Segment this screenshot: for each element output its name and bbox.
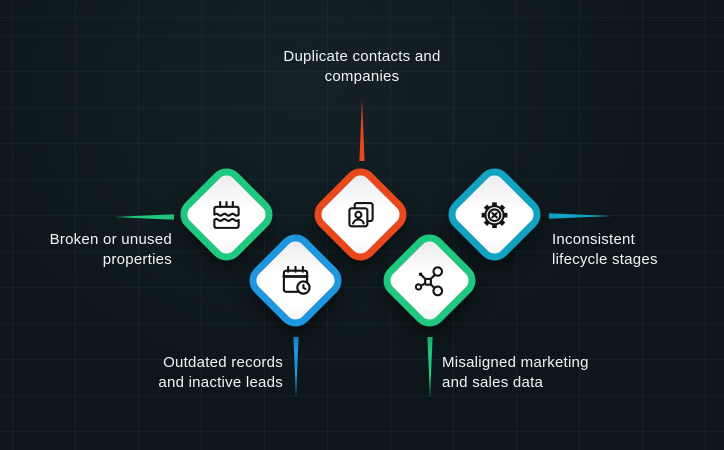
label-inconsistent-stages: Inconsistent lifecycle stages [552,230,712,270]
diamond-broken-properties [173,161,280,268]
label-line: Outdated records [163,354,283,371]
label-line: and sales data [442,374,544,391]
label-line: properties [102,251,172,268]
network-nodes-icon [414,265,444,296]
gear-x-icon [481,201,508,228]
diamond-duplicate-contacts [307,161,414,268]
connector-left-green [115,214,174,220]
label-line: Misaligned marketing [442,354,589,371]
label-line: Duplicate contacts and [283,48,441,65]
connector-right-teal [549,213,612,219]
label-duplicate-contacts: Duplicate contacts and companies [252,47,472,87]
diamond-inconsistent-stages [441,161,548,268]
label-outdated-records: Outdated records and inactive leads [113,353,283,393]
label-line: and inactive leads [158,374,283,391]
diamond-outdated-records [242,227,349,334]
label-line: Broken or unused [49,231,172,248]
connector-top-orange [359,100,365,161]
broken-calendar-icon [213,200,240,229]
label-misaligned-data: Misaligned marketing and sales data [442,353,642,393]
duplicate-contact-cards-icon [348,201,374,227]
label-line: lifecycle stages [552,251,658,268]
label-broken-properties: Broken or unused properties [20,230,172,270]
connector-bottom-blue [293,337,299,398]
label-line: Inconsistent [552,231,636,248]
calendar-clock-icon [282,265,311,295]
diamond-misaligned-data [376,227,483,334]
connector-bottom-green [427,337,433,398]
label-line: companies [324,68,400,85]
